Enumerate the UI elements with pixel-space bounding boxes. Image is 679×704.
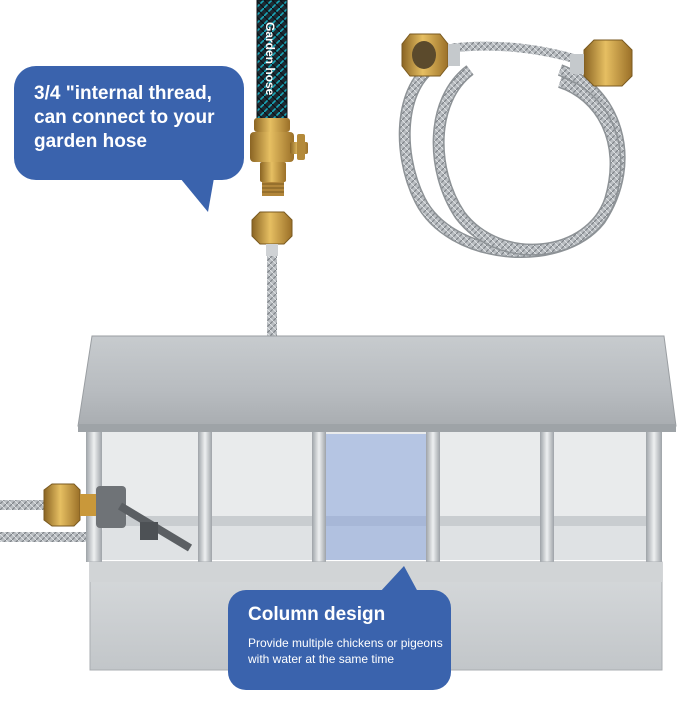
brass-valve-icon: [250, 118, 308, 196]
garden-hose-icon: [256, 0, 288, 121]
inlet-hose-icon: [0, 483, 96, 542]
garden-hose-text: Garden hose: [263, 22, 277, 96]
thread-callout: 3/4 "internal thread, can connect to you…: [14, 66, 244, 180]
thread-callout-text: 3/4 "internal thread, can connect to you…: [34, 83, 215, 152]
column-callout: Column design Provide multiple chickens …: [228, 590, 451, 690]
callout-tail-top: [180, 178, 214, 212]
callout-tail-bottom: [380, 566, 418, 592]
garden-hose-label: Garden hose: [260, 20, 280, 120]
braided-steel-hose-icon: [398, 33, 633, 259]
column-callout-body: Provide multiple chickens or pigeons wit…: [248, 636, 443, 666]
column-highlight: [326, 434, 426, 560]
column-callout-title: Column design: [248, 604, 386, 625]
